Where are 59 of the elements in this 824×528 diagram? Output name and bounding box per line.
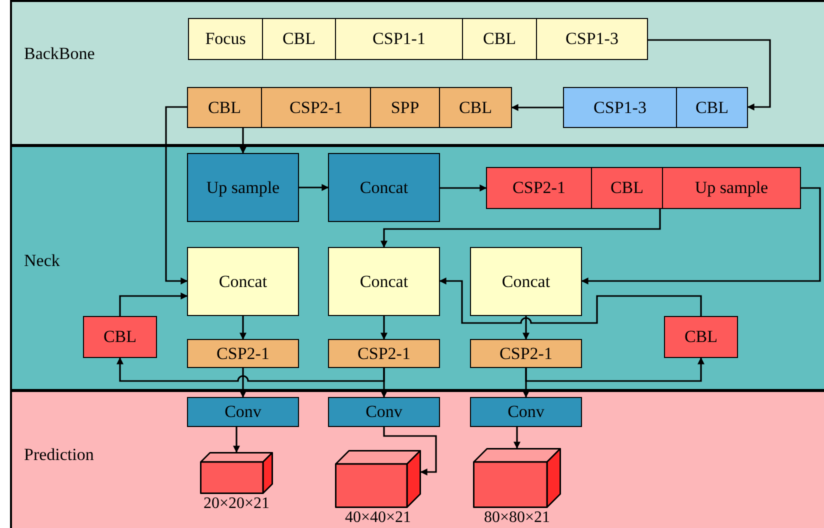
arrow (380, 209, 661, 248)
arrow (240, 316, 246, 340)
process-box: CBL (83, 316, 157, 358)
process-box: CBL (462, 18, 537, 60)
dimension-label: 80×80×21 (484, 510, 550, 526)
arrow (119, 292, 188, 316)
section-band (10, 390, 824, 528)
arrow (380, 316, 388, 340)
process-box: Conv (187, 397, 299, 427)
process-box: Conv (328, 397, 440, 427)
process-box: Up sample (662, 167, 801, 209)
cube-drawing (200, 452, 273, 494)
process-box: Up sample (187, 153, 299, 222)
dimension-label: 20×20×21 (203, 496, 270, 512)
arrow (440, 184, 487, 192)
process-box: CBL (591, 167, 663, 209)
arrow (299, 184, 329, 191)
cube-drawing (335, 450, 421, 508)
cube-drawing (473, 448, 561, 508)
process-box: CSP1-1 (335, 18, 463, 60)
process-box: Conv (470, 397, 582, 427)
arrow (233, 427, 240, 453)
process-box: Focus (188, 18, 263, 60)
process-box: CSP2-1 (328, 339, 440, 368)
arrow (581, 187, 821, 284)
process-box: Concat (328, 247, 440, 316)
process-box: CSP1-3 (536, 18, 648, 60)
process-box: CBL (439, 87, 512, 128)
process-box: CBL (664, 316, 738, 358)
process-box: CSP1-3 (563, 87, 677, 128)
arrow (240, 128, 246, 154)
arrow (511, 104, 563, 111)
arrow (380, 368, 388, 398)
section-label: BackBone (24, 44, 95, 64)
process-box: CBL (262, 18, 336, 60)
process-box: CSP2-1 (187, 339, 299, 368)
arrow (240, 368, 246, 398)
arrow (165, 106, 188, 284)
arrow (116, 357, 385, 382)
process-box: Concat (187, 247, 299, 316)
arrow (383, 427, 437, 476)
section-label: Prediction (24, 445, 94, 465)
arrow (525, 357, 704, 382)
process-box: SPP (370, 87, 440, 128)
process-box: CSP2-1 (486, 167, 592, 209)
process-box: CSP2-1 (261, 87, 371, 128)
process-box: CBL (676, 87, 748, 128)
arrow (648, 39, 771, 110)
dimension-label: 40×40×21 (344, 510, 412, 526)
arrow (522, 316, 530, 340)
process-box: CSP2-1 (470, 339, 582, 368)
section-band (10, 145, 824, 391)
arrow (439, 278, 702, 324)
section-label: Neck (24, 251, 60, 271)
arrow (514, 427, 520, 449)
process-box: Concat (470, 247, 582, 316)
process-box: Concat (328, 153, 440, 222)
section-band (10, 0, 824, 146)
process-box: CBL (187, 87, 262, 128)
